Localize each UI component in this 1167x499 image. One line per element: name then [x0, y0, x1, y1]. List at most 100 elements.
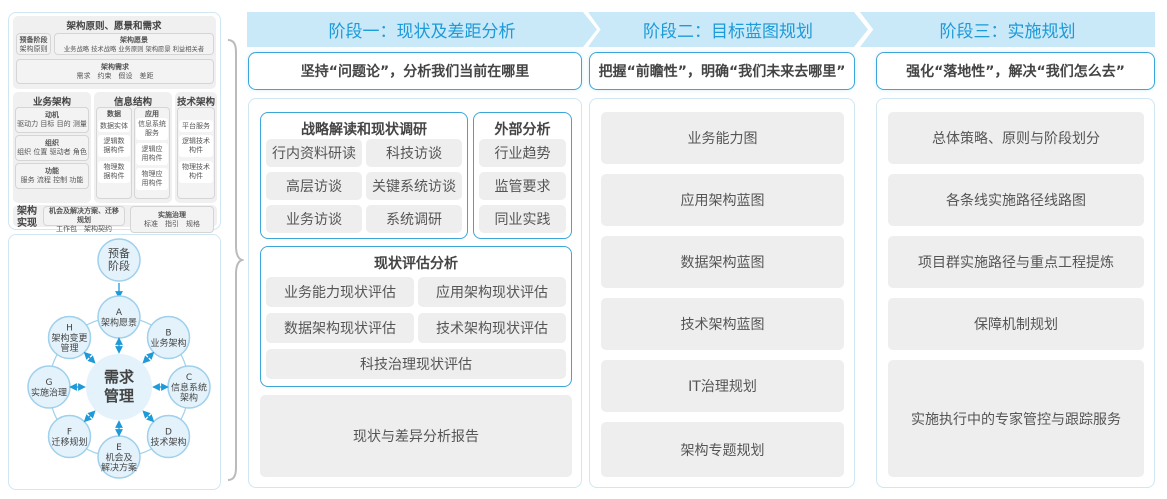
plan-item: 项目群实施路径与重点工程提炼 — [888, 236, 1144, 288]
assessment-item: 数据架构现状评估 — [266, 313, 414, 343]
phase-B-circle — [146, 315, 191, 360]
blueprint-item: IT治理规划 — [601, 360, 844, 412]
prelim-title: 预备阶段 — [19, 36, 48, 44]
implementation-title: 架构实现 — [17, 206, 37, 229]
stage3-panel: 总体策略、原则与阶段划分 各条线实施路径线路图 项目群实施路径与重点工程提炼 保… — [876, 98, 1155, 488]
phase-F-circle — [47, 414, 92, 459]
blueprint-item: 架构专题规划 — [601, 422, 844, 477]
stage3-banner: 阶段三：实施规划 — [860, 12, 1155, 47]
blueprint-item: 应用架构蓝图 — [601, 174, 844, 226]
function-sub: 服务 流程 控制 功能 — [20, 176, 84, 184]
platform-service: 平台服务 — [179, 120, 213, 132]
gap-analysis-report: 现状与差异分析报告 — [260, 395, 572, 477]
motivation-title: 动机 — [45, 111, 59, 119]
external-analysis-box: 外部分析 行业趋势 监管要求 同业实践 — [473, 112, 572, 239]
external-item: 监管要求 — [479, 172, 566, 200]
governance-title: 实施治理 — [158, 211, 186, 219]
logical-tech-component: 逻辑技术构件 — [179, 135, 213, 157]
blueprint-item: 业务能力图 — [601, 112, 844, 164]
physical-data-component: 物理数据构件 — [98, 161, 130, 183]
governance-sub: 标准 指引 规格 — [144, 220, 200, 228]
opportunity-sub: 工作包 架构契约 — [56, 225, 112, 233]
data-entity: 数据实体 — [98, 120, 130, 132]
vision-box: 架构愿景 业务战略 技术战略 业务原则 架构愿景 利益相关者 — [54, 33, 214, 55]
assessment-title: 现状评估分析 — [374, 256, 458, 272]
physical-app-component: 物理应用构件 — [136, 168, 168, 190]
requirements-title: 架构需求 — [101, 63, 129, 71]
stage1-banner-text: 阶段一：现状及差距分析 — [328, 22, 516, 42]
phase-F-arrow — [83, 410, 96, 423]
motivation-box: 动机 驱动力 目标 目的 测量 — [15, 107, 89, 133]
external-analysis-title: 外部分析 — [494, 122, 551, 138]
center-circle — [86, 354, 152, 420]
business-title: 业务架构 — [32, 97, 71, 108]
stage1-slogan: 坚持“问题论”，分析我们当前在哪里 — [248, 52, 582, 90]
phase-D-circle — [146, 414, 191, 459]
assessment-item: 技术架构现状评估 — [418, 313, 566, 343]
assessment-item: 科技治理现状评估 — [266, 349, 566, 379]
prelim-circle — [97, 238, 141, 282]
blueprint-item: 技术架构蓝图 — [601, 298, 844, 350]
stage2-slogan: 把握“前瞻性”，明确“我们未来去哪里” — [589, 52, 855, 90]
data-title: 数据 — [107, 110, 121, 118]
assessment-box: 现状评估分析 业务能力现状评估 应用架构现状评估 数据架构现状评估 技术架构现状… — [260, 246, 572, 387]
plan-item: 总体策略、原则与阶段划分 — [888, 112, 1144, 164]
center-label: 需求管理 — [103, 368, 134, 405]
motivation-sub: 驱动力 目标 目的 测量 — [17, 120, 87, 128]
plan-item: 实施执行中的专家管控与跟踪服务 — [888, 360, 1144, 477]
prelim-box: 预备阶段 架构原则 — [16, 33, 51, 55]
requirements-box: 架构需求 需求 约束 假设 差距 — [16, 59, 214, 84]
phase-B-arrow — [142, 351, 155, 364]
vision-sub: 业务战略 技术战略 业务原则 架构愿景 利益相关者 — [63, 46, 205, 53]
organization-sub: 组织 位置 驱动者 角色 — [17, 148, 87, 156]
strategy-item: 关键系统访谈 — [366, 172, 462, 200]
external-item: 同业实践 — [479, 205, 566, 233]
assessment-item: 应用架构现状评估 — [418, 277, 566, 307]
logical-app-component: 逻辑应用构件 — [136, 143, 168, 165]
strategy-research-title: 战略解读和现状调研 — [301, 122, 427, 138]
strategy-research-box: 战略解读和现状调研 行内资料研读 科技访谈 高层访谈 关键系统访谈 业务访谈 系… — [260, 112, 468, 239]
stage2-banner-text: 阶段二：目标蓝图规划 — [643, 22, 813, 42]
phase-H-arrow — [83, 351, 96, 364]
plan-item: 各条线实施路径线路图 — [888, 174, 1144, 226]
principles-title: 架构原则、愿景和需求 — [66, 21, 162, 32]
assessment-item: 业务能力现状评估 — [266, 277, 414, 307]
governance-box: 实施治理 标准 指引 规格 — [130, 206, 214, 233]
tech-title: 技术架构 — [176, 97, 215, 108]
organization-title: 组织 — [45, 139, 59, 147]
strategy-item: 系统调研 — [366, 205, 462, 233]
strategy-item: 科技访谈 — [366, 139, 462, 167]
external-item: 行业趋势 — [479, 139, 566, 167]
prelim-sub: 架构原则 — [19, 45, 48, 53]
logical-data-component: 逻辑数据构件 — [98, 135, 130, 157]
strategy-item: 行内资料研读 — [266, 139, 362, 167]
info-system-service: 信息系统服务 — [136, 118, 168, 140]
function-title: 功能 — [45, 167, 59, 175]
physical-tech-component: 物理技术构件 — [179, 161, 213, 183]
phase-D-arrow — [142, 410, 155, 423]
phase-H-circle — [47, 315, 92, 360]
plan-item: 保障机制规划 — [888, 298, 1144, 350]
stage3-banner-text: 阶段三：实施规划 — [939, 22, 1076, 42]
stage1-banner: 阶段一：现状及差距分析 — [247, 12, 597, 47]
blueprint-item: 数据架构蓝图 — [601, 236, 844, 288]
strategy-item: 高层访谈 — [266, 172, 362, 200]
architecture-content-panel: 架构原则、愿景和需求 预备阶段 架构原则 架构愿景 业务战略 技术战略 业务原则… — [8, 12, 221, 233]
stage2-panel: 业务能力图 应用架构蓝图 数据架构蓝图 技术架构蓝图 IT治理规划 架构专题规划 — [589, 98, 855, 488]
strategy-item: 业务访谈 — [266, 205, 362, 233]
prelim-label: 预备阶段 — [108, 246, 130, 273]
organization-box: 组织 组织 位置 驱动者 角色 — [15, 135, 89, 161]
function-box: 功能 服务 流程 控制 功能 — [15, 163, 89, 189]
requirements-sub: 需求 约束 假设 差距 — [76, 72, 154, 80]
opportunity-box — [43, 206, 125, 226]
info-title: 信息结构 — [113, 97, 152, 108]
